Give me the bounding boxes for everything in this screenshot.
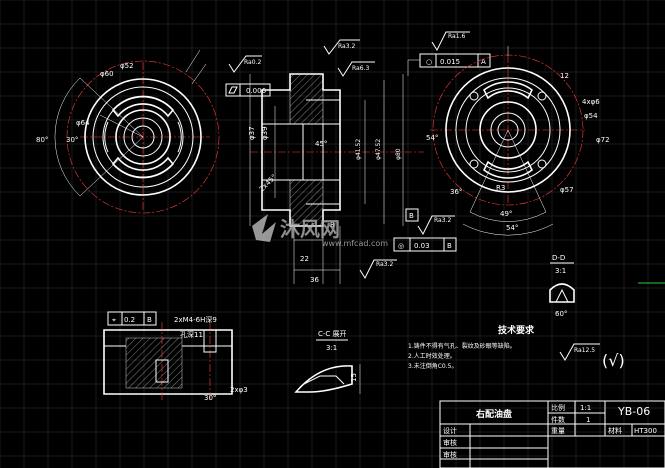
runout-symbol: ○ [426, 58, 432, 66]
left-view: φ52 φ60 φ64 30° 80° [36, 49, 220, 214]
global-finish-paren: (√) [602, 351, 625, 370]
dim-d22: 22 [300, 255, 309, 263]
watermark: 沐风网 www.mfcad.com [252, 214, 388, 248]
checker-label: 审核 [443, 438, 457, 447]
dim-d52: φ52 [120, 62, 134, 70]
holes-depth: 孔深11 [180, 330, 203, 339]
holes-2x3: 2xφ3 [230, 386, 248, 394]
watermark-brand: 沐风网 [280, 217, 340, 241]
weight-label: 重量 [551, 427, 565, 435]
section-hatch-bottom [289, 179, 324, 227]
title-block: 右配油盘 比例 1:1 件数 1 重量 YB-06 材料 HT300 设计 审核… [439, 400, 665, 468]
dim-d36: 36 [310, 276, 319, 284]
position-value: 0.03 [414, 242, 430, 250]
scale-label: 比例 [551, 403, 565, 412]
qty-label: 件数 [551, 415, 565, 424]
runout-datum: A [481, 58, 486, 66]
qty-value: 1 [586, 416, 590, 424]
holes-datum: B [147, 316, 152, 324]
dim-d47: φ47.52 [375, 139, 382, 160]
ra-3-2-top: Ra3.2 [338, 43, 355, 50]
dim-d39: φ39 [261, 126, 269, 140]
dim-angle-49: 49° [500, 210, 512, 218]
dd-angle: 60° [555, 310, 567, 318]
dim-d57: φ57 [560, 186, 574, 194]
cc-scale: 3:1 [326, 344, 337, 352]
material-value: HT300 [634, 427, 657, 435]
position-datum: B [447, 242, 452, 250]
dim-r3: R3 [496, 184, 505, 192]
dim-d72: φ72 [596, 136, 610, 144]
datum-b-box: B [409, 212, 414, 220]
flatness-frame: 0.006 [225, 83, 271, 97]
dim-holes-4x6: 4xφ6 [582, 98, 600, 106]
dim-d12: 12 [560, 72, 569, 80]
ra-0-2: Ra0.2 [244, 59, 261, 66]
tech-req-item-2: 2.人工时效处理。 [408, 352, 456, 360]
tech-req-item-1: 1.铸件不得有气孔、裂纹及砂眼等缺陷。 [408, 342, 516, 350]
part-title: 右配油盘 [475, 408, 512, 420]
dd-title: D-D [552, 254, 565, 262]
dim-d54: φ54 [584, 112, 598, 120]
dim-d80: φ80 [395, 148, 402, 160]
right-view: φ54 φ72 φ57 R3 49° 54° 54° 36° 4xφ6 12 [426, 46, 610, 236]
dim-45: 45° [315, 140, 327, 148]
surface-finish-symbols: Ra0.2 Ra3.2 Ra6.3 Ra1.6 Ra3.2 Ra3.2 [228, 31, 470, 280]
dd-scale: 3:1 [555, 267, 566, 275]
material-label: 材料 [608, 426, 622, 435]
position-frame-b: ◎ 0.03 B B [393, 208, 457, 252]
scale-value: 1:1 [580, 404, 591, 412]
runout-value: 0.015 [440, 58, 460, 66]
watermark-url: www.mfcad.com [322, 239, 388, 248]
dim-d41: φ41.52 [355, 139, 362, 160]
holes-thread: 2xM4-6H深9 [174, 315, 217, 324]
main-section-view: φ37 φ39 22 36 8 φ41.52 φ47.52 φ80 2x45° … [225, 31, 491, 284]
holes-position-symbol: ⌖ [112, 316, 116, 324]
holes-angle-30: 30° [204, 394, 216, 402]
dim-d64: φ64 [76, 119, 90, 127]
tech-req-heading: 技术要求 [498, 324, 535, 336]
approver-label: 审核 [443, 450, 457, 459]
position-symbol: ◎ [398, 242, 404, 250]
section-hatch-top [289, 73, 324, 125]
dim-d60: φ60 [100, 70, 114, 78]
designer-label: 设计 [443, 426, 457, 435]
ra-1-6: Ra1.6 [448, 33, 465, 40]
dim-angle-30: 30° [66, 136, 78, 144]
dim-angle-54-left: 54° [426, 134, 438, 142]
global-finish-ra: Ra12.5 [574, 347, 595, 354]
drawing-number: YB-06 [617, 405, 650, 418]
ra-3-2-mid: Ra3.2 [434, 217, 451, 224]
dim-d37: φ37 [248, 126, 256, 140]
tech-req-item-3: 3.未注倒角C0.5。 [408, 362, 457, 370]
hole-section-view: ⌖ 0.2 B 2xM4-6H深9 孔深11 2xφ3 30° [103, 311, 248, 402]
ra-6-3: Ra6.3 [352, 65, 369, 72]
section-dd: D-D 3:1 60° [549, 254, 575, 318]
hole-section-hatch [125, 337, 183, 389]
ra-3-2-bottom: Ra3.2 [376, 261, 393, 268]
dim-angle-80: 80° [36, 136, 48, 144]
cc-title: C-C 展开 [318, 330, 347, 338]
dim-angle-36: 36° [450, 188, 462, 196]
watermark-logo [252, 214, 276, 242]
section-cc: C-C 展开 3:1 15 [294, 330, 361, 394]
flatness-value: 0.006 [246, 87, 267, 95]
holes-position-value: 0.2 [124, 316, 135, 324]
dim-d8: 8 [330, 221, 334, 229]
runout-frame: ○ 0.015 A [407, 53, 491, 76]
technical-requirements: 技术要求 1.铸件不得有气孔、裂纹及砂眼等缺陷。 2.人工时效处理。 3.未注倒… [408, 324, 625, 370]
cc-dim-15: 15 [350, 373, 358, 382]
dim-angle-54-bottom: 54° [506, 224, 518, 232]
